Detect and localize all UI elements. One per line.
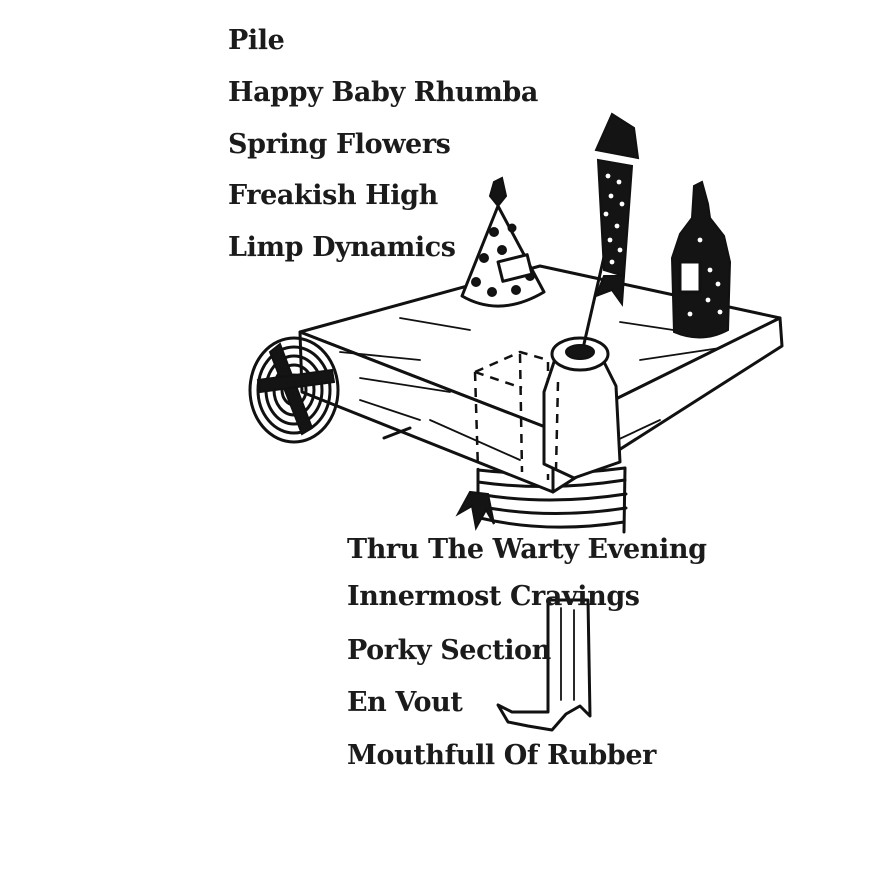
track-title: Thru The Warty Evening [347, 534, 707, 565]
track-title: En Vout [347, 687, 463, 718]
track-title: Porky Section [347, 635, 551, 666]
bottle-in-board [542, 336, 622, 480]
rocket-firework-icon [582, 112, 640, 346]
track-title: Freakish High [228, 180, 438, 211]
coil-icon [248, 336, 340, 444]
track-title: Limp Dynamics [228, 232, 456, 263]
track-title: Pile [228, 25, 285, 56]
pole [496, 598, 592, 732]
bottle-icon [670, 180, 732, 339]
track-title: Innermost Cravings [347, 581, 640, 612]
track-title: Spring Flowers [228, 129, 451, 160]
party-hat-icon [460, 176, 546, 308]
track-title: Mouthfull Of Rubber [347, 740, 656, 771]
track-title: Happy Baby Rhumba [228, 77, 538, 108]
